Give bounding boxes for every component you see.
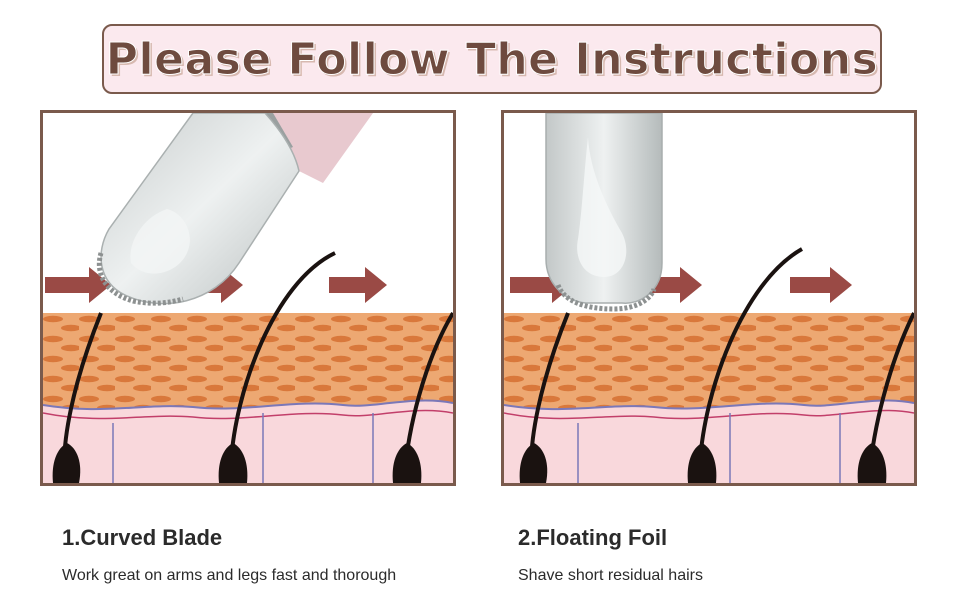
step-2-caption: 2.Floating Foil Shave short residual hai…: [518, 525, 703, 585]
floating-foil-illustration: [501, 110, 917, 486]
step-1-description: Work great on arms and legs fast and tho…: [62, 567, 397, 584]
step-2-description: Shave short residual hairs: [518, 567, 703, 584]
title-banner: Please Follow The Instructions: [102, 24, 882, 94]
step-1-title: 1.Curved Blade: [62, 525, 223, 550]
page-title: Please Follow The Instructions: [105, 33, 879, 85]
step-2-title: 2.Floating Foil: [518, 525, 668, 550]
curved-blade-device: [96, 113, 373, 306]
floating-foil-device: [545, 113, 663, 312]
curved-blade-illustration: [40, 110, 456, 486]
step-1-caption: 1.Curved Blade Work great on arms and le…: [62, 525, 396, 585]
